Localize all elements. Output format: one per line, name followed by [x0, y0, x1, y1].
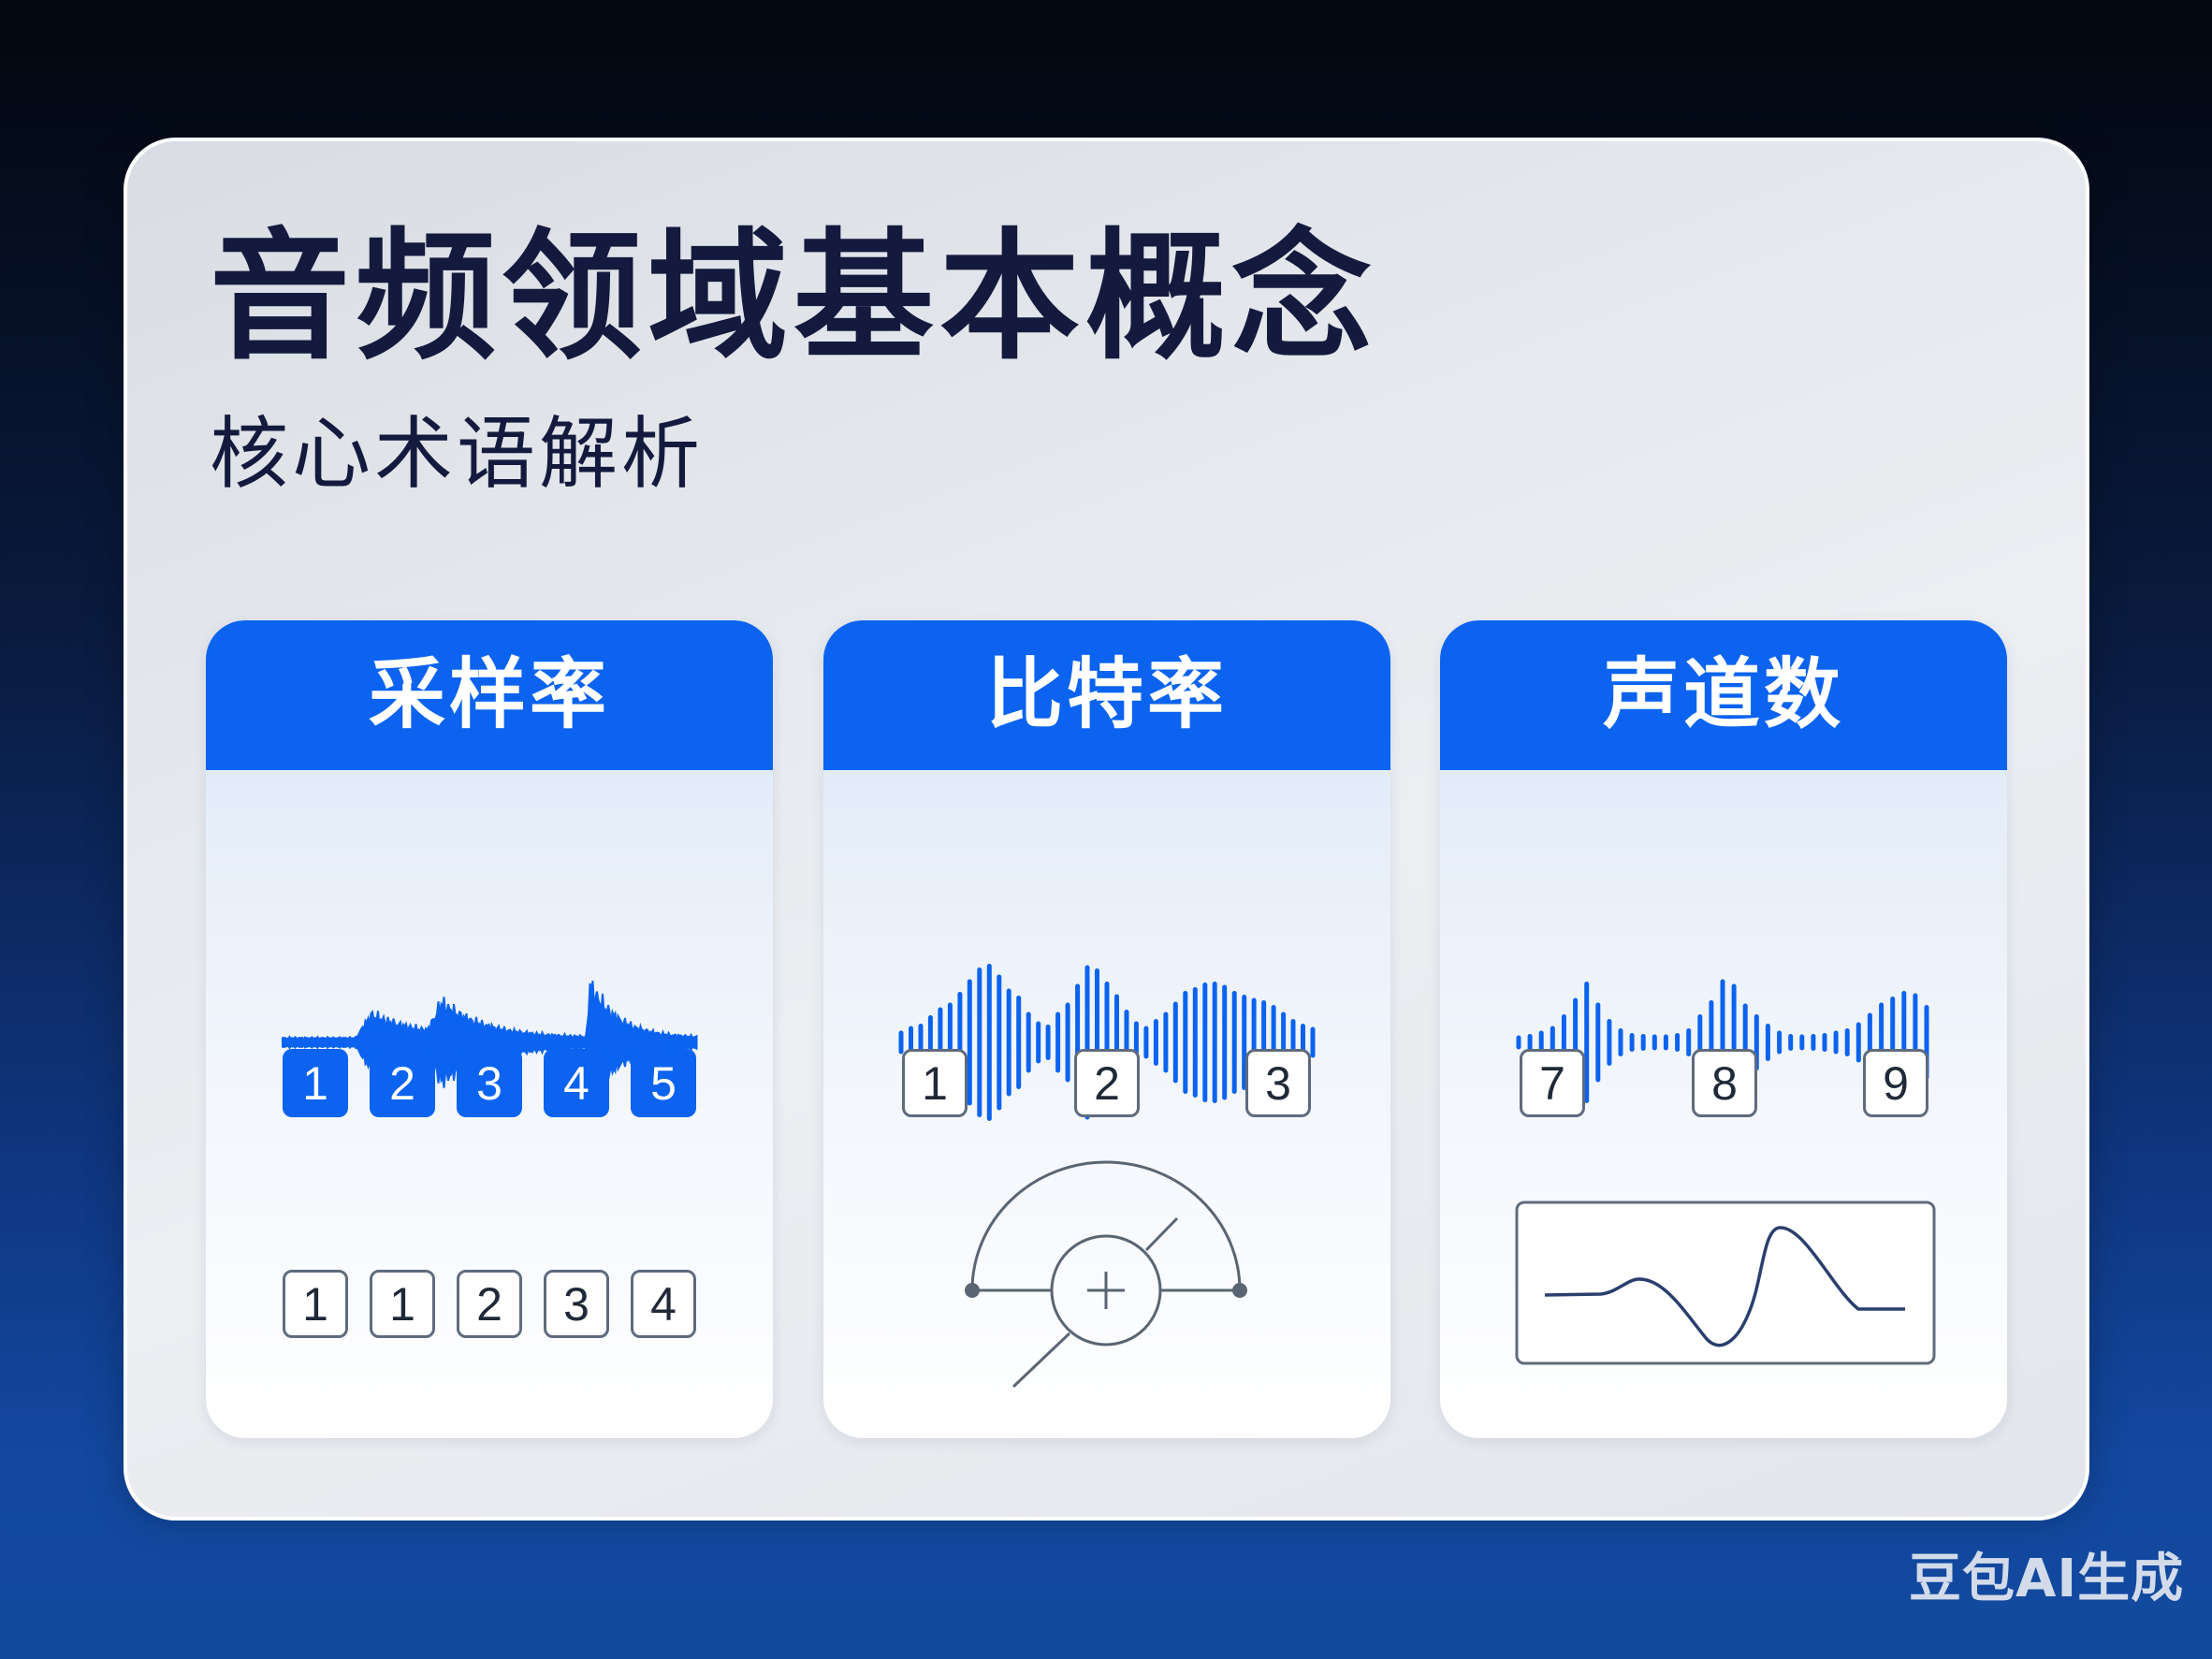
channel-box: 7: [1520, 1049, 1585, 1117]
sample-box: 3: [457, 1049, 522, 1117]
sample-box: 1: [283, 1049, 348, 1117]
watermark: 豆包AI生成: [1909, 1549, 2185, 1609]
bit-box: 1: [902, 1049, 968, 1117]
bar-waveform-icon: [1515, 979, 1936, 1365]
slide-title: 音频领域基本概念: [210, 216, 1378, 379]
sample-box: 2: [370, 1049, 435, 1117]
bit-box: 2: [1074, 1049, 1140, 1117]
quantized-box: 1: [370, 1270, 435, 1338]
card-header: 采样率: [206, 620, 773, 770]
channel-box: 9: [1863, 1049, 1928, 1117]
slide-panel: 音频领域基本概念 核心术语解析 采样率 1 2 3 4 5 1 1 2 3 4 …: [124, 138, 2089, 1521]
quantized-box: 3: [544, 1270, 609, 1338]
signal-curve-box-icon: [1515, 1201, 1936, 1365]
slide-subtitle: 核心术语解析: [210, 408, 705, 500]
quantized-box: 4: [631, 1270, 696, 1338]
card-header: 比特率: [823, 620, 1390, 770]
quantized-box: 1: [283, 1270, 348, 1338]
card-title: 声道数: [1602, 650, 1844, 739]
sample-box: 4: [544, 1049, 609, 1117]
card-channel-count: 声道数 7 8 9: [1440, 620, 2007, 1438]
bit-box: 3: [1245, 1049, 1311, 1117]
card-title: 采样率: [368, 650, 610, 739]
sample-box: 5: [631, 1049, 696, 1117]
quantized-box: 2: [457, 1270, 522, 1338]
card-sampling-rate: 采样率 1 2 3 4 5 1 1 2 3 4: [206, 620, 773, 1438]
card-bit-rate: 比特率 1 2 3: [823, 620, 1390, 1438]
bar-waveform-icon: [898, 964, 1316, 1389]
channel-box: 8: [1692, 1049, 1757, 1117]
card-header: 声道数: [1440, 620, 2007, 770]
card-title: 比特率: [985, 650, 1228, 739]
summing-junction-icon: [965, 1160, 1247, 1389]
